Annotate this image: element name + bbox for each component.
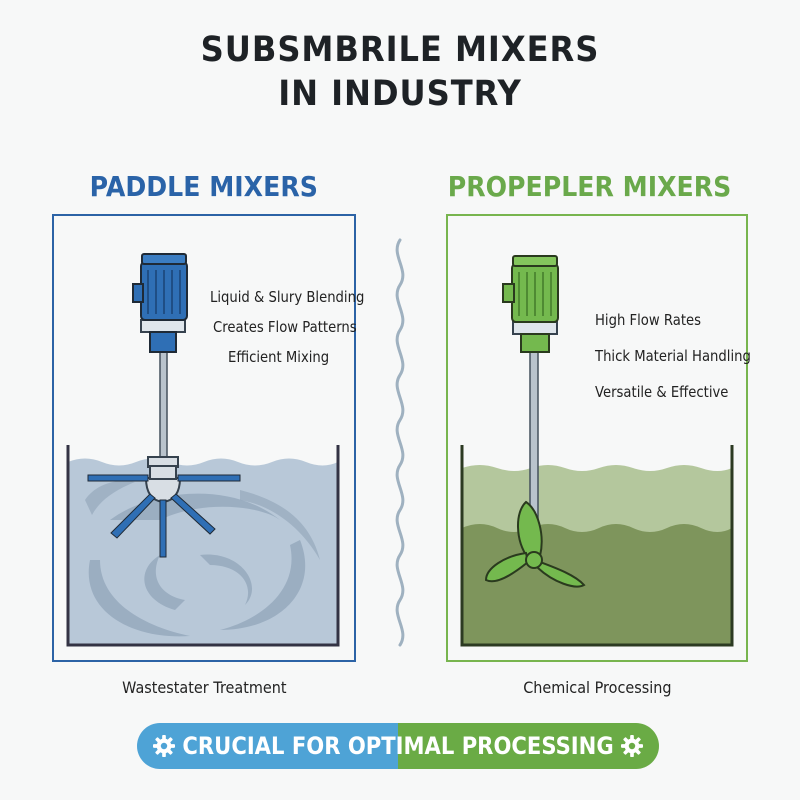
paddle-motor-terminal-box <box>132 283 144 303</box>
paddle-features-list: Liquid & Slury Blending Creates Flow Pat… <box>210 288 385 378</box>
propeller-mixers-heading: PROPEPLER MIXERS <box>430 170 750 204</box>
paddle-blade-left <box>87 474 149 482</box>
paddle-blade-down <box>159 499 167 558</box>
propeller-blade-left <box>484 551 530 583</box>
propeller-blade-up <box>517 500 543 560</box>
gear-icon <box>153 735 175 757</box>
banner-text-container: CRUCIAL FOR OPTIMAL PROCESSING <box>137 723 659 769</box>
paddle-blade-down-left <box>110 493 156 539</box>
paddle-mixers-heading-text: PADDLE MIXERS <box>89 170 319 203</box>
propeller-feature-3: Versatile & Effective <box>595 383 729 401</box>
paddle-blade-down-right <box>170 493 216 535</box>
propeller-features-list: High Flow Rates Thick Material Handling … <box>595 311 772 419</box>
paddle-tank-wall <box>66 445 340 647</box>
paddle-tank <box>66 445 340 647</box>
paddle-mixers-heading: PADDLE MIXERS <box>52 170 356 204</box>
propeller-mixers-panel <box>446 214 748 662</box>
propeller-tank-wall <box>460 445 734 647</box>
propeller-blade-right <box>536 560 586 588</box>
paddle-feature-2: Creates Flow Patterns <box>213 318 357 336</box>
propeller-motor-terminal-box <box>502 283 515 303</box>
propeller-feature-2: Thick Material Handling <box>595 347 751 365</box>
title-line-1: SUBSMBRILE MIXERS <box>200 30 600 70</box>
propeller-mixer <box>484 255 586 588</box>
paddle-application-text: Wastestater Treatment <box>121 678 287 697</box>
paddle-mixers-panel <box>52 214 356 662</box>
propeller-hub <box>525 551 543 569</box>
wavy-divider <box>395 238 405 647</box>
paddle-application-caption: Wastestater Treatment <box>52 678 356 697</box>
page-title: SUBSMBRILE MIXERS IN INDUSTRY <box>0 28 800 116</box>
title-line-2: IN INDUSTRY <box>278 74 522 114</box>
propeller-application-caption: Chemical Processing <box>446 678 748 697</box>
banner-text: CRUCIAL FOR OPTIMAL PROCESSING <box>182 732 614 760</box>
propeller-feature-1: High Flow Rates <box>595 311 702 329</box>
processing-banner: CRUCIAL FOR OPTIMAL PROCESSING <box>137 723 659 769</box>
paddle-feature-3: Efficient Mixing <box>228 348 330 366</box>
paddle-mixer <box>87 253 241 558</box>
paddle-blade-right <box>177 474 241 482</box>
propeller-mixers-heading-text: PROPEPLER MIXERS <box>448 170 732 203</box>
gear-icon <box>621 735 643 757</box>
paddle-feature-1: Liquid & Slury Blending <box>210 288 365 306</box>
propeller-application-text: Chemical Processing <box>522 678 672 697</box>
